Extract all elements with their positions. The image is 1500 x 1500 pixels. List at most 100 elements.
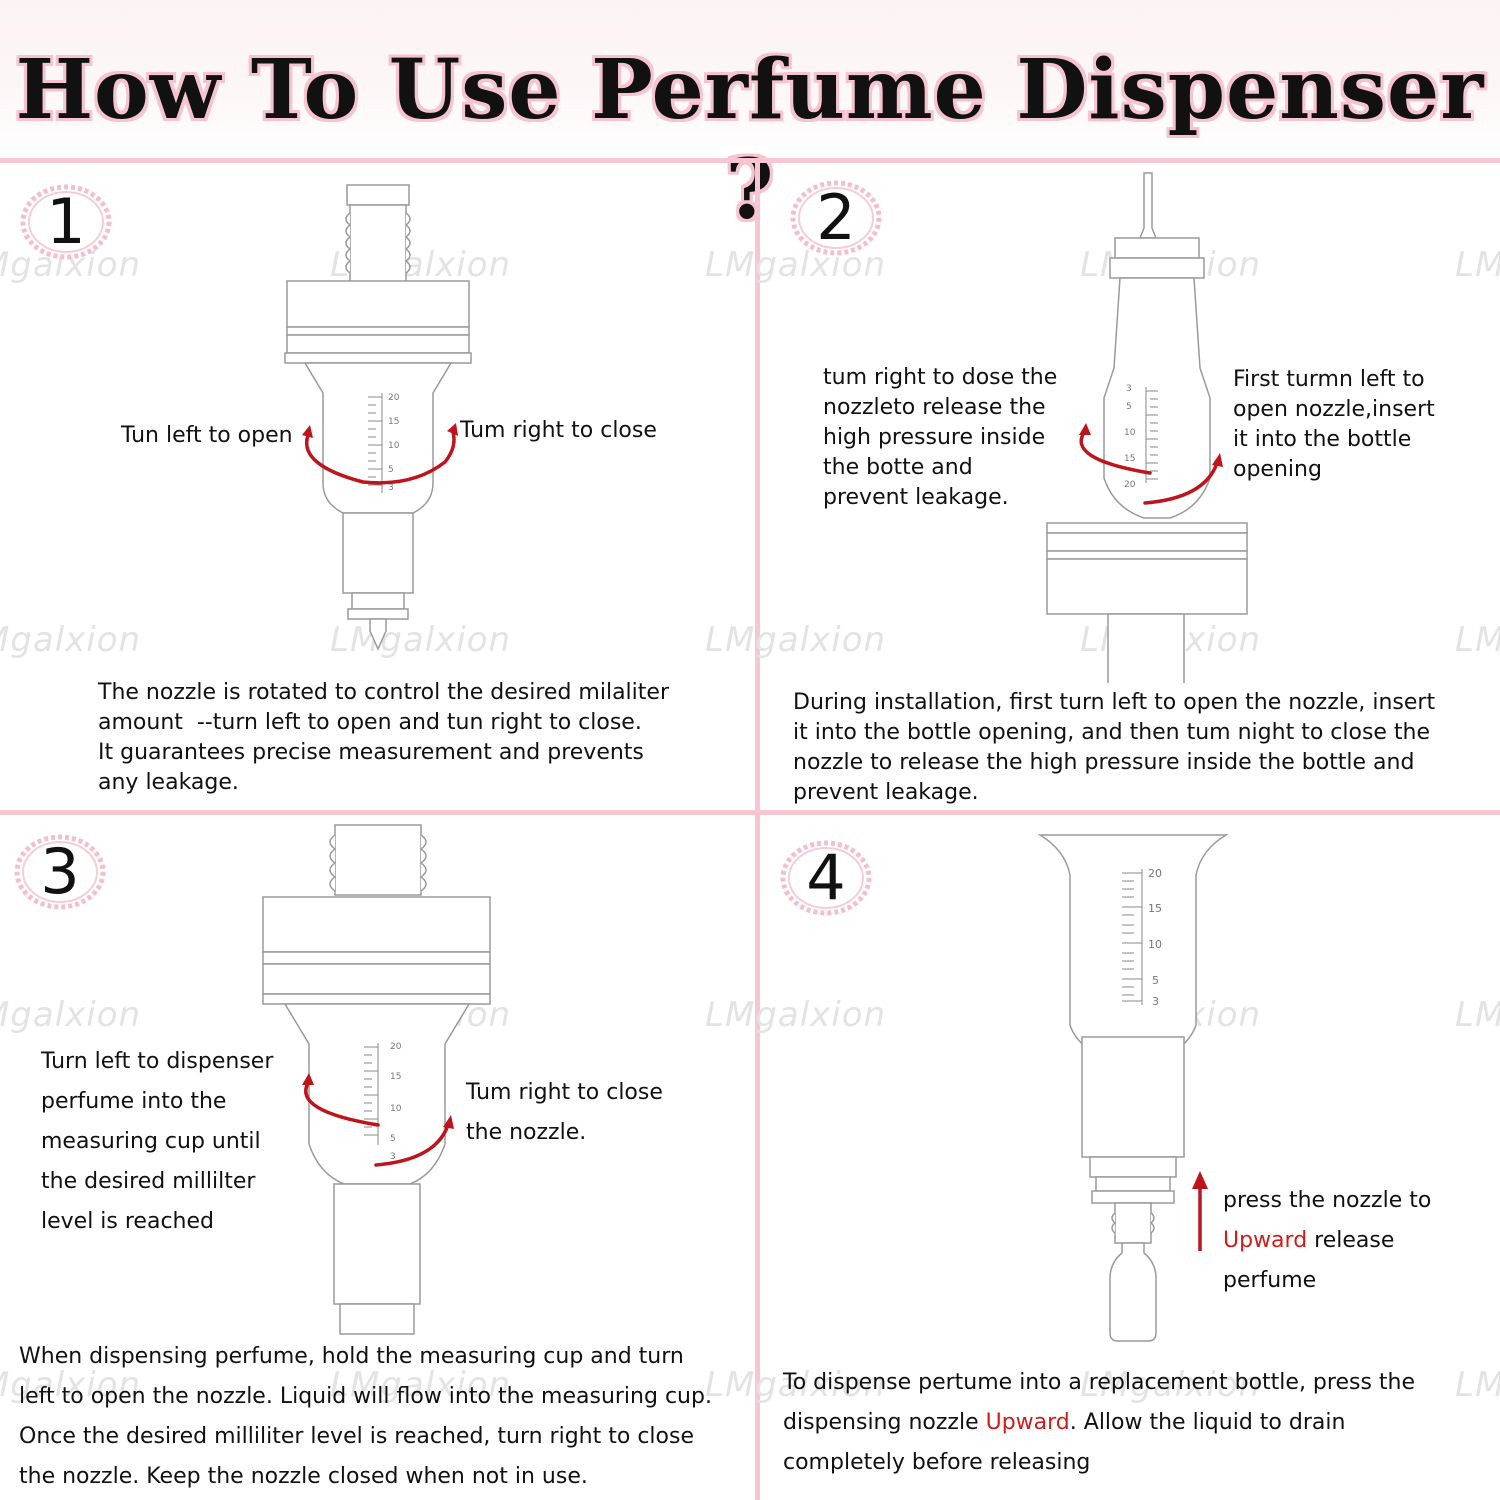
description-line: the nozzle. Keep the nozzle closed when … — [19, 1464, 588, 1489]
dispenser-illustration-icon: 20 15 10 5 3 — [1037, 834, 1229, 1342]
step-2-badge: 2 — [790, 179, 882, 257]
scale-mark: 10 — [388, 441, 400, 451]
description-text: . Allow the liquid to drain — [1069, 1410, 1346, 1435]
badge-frame-icon — [790, 180, 882, 256]
up-arrow-icon — [1192, 1171, 1208, 1251]
label-line: it into the bottle — [1233, 427, 1412, 452]
description-line: amount --turn left to open and tun right… — [98, 710, 642, 735]
label-line: Upward release — [1223, 1221, 1431, 1261]
step-3-panel: 3 20 15 10 5 3 — [0, 815, 755, 1500]
label-line: the nozzle. — [466, 1120, 587, 1145]
description-line: left to open the nozzle. Liquid will flo… — [19, 1384, 712, 1409]
divider-top — [0, 158, 1500, 163]
scale-mark: 15 — [1124, 454, 1135, 464]
step-number: 1 — [46, 185, 86, 258]
label-line: First turmn left to — [1233, 367, 1425, 392]
scale-mark: 20 — [1124, 480, 1136, 490]
label-line: perfume into the — [41, 1089, 227, 1114]
label-line: prevent leakage. — [823, 485, 1009, 510]
label-line: the botte and — [823, 455, 973, 480]
step-2-right-label: First turmn left to open nozzle,insert i… — [1233, 365, 1435, 485]
divider-horizontal — [0, 810, 1500, 815]
scale-mark: 15 — [388, 417, 399, 427]
rotate-arrow-icon — [1079, 429, 1219, 505]
scale-mark: 5 — [1152, 974, 1159, 987]
scale-mark: 5 — [1126, 402, 1132, 412]
step-4-panel: 4 20 15 10 5 3 press the noz — [760, 815, 1500, 1500]
description-line: It guarantees precise measurement and pr… — [98, 740, 644, 765]
scale-mark: 10 — [1124, 428, 1136, 438]
label-line: level is reached — [41, 1209, 214, 1234]
label-line: open nozzle,insert — [1233, 397, 1435, 422]
step-1-badge: 1 — [20, 183, 112, 261]
label-line: high pressure inside — [823, 425, 1046, 450]
scale-mark: 3 — [1126, 384, 1132, 394]
upward-emphasis: Upward — [985, 1410, 1070, 1435]
dispenser-illustration-icon: 3 5 10 15 20 — [1046, 172, 1248, 683]
description-line: prevent leakage. — [793, 780, 979, 805]
badge-frame-icon — [14, 834, 106, 910]
step-4-right-label: press the nozzle to Upward release perfu… — [1223, 1181, 1431, 1301]
scale-mark: 10 — [390, 1104, 402, 1114]
step-number: 3 — [40, 835, 80, 908]
description-line: To dispense pertume into a replacement b… — [783, 1370, 1416, 1395]
arrow-head-icon — [302, 1073, 314, 1085]
scale-mark: 15 — [390, 1072, 401, 1082]
scale-mark: 20 — [390, 1042, 402, 1052]
description-line: it into the bottle opening, and then tum… — [793, 720, 1431, 745]
description-line: any leakage. — [98, 770, 239, 795]
label-line: measuring cup until — [41, 1129, 261, 1154]
step-1-description: The nozzle is rotated to control the des… — [98, 678, 738, 798]
label-line: perfume — [1223, 1268, 1317, 1293]
step-3-right-label: Tum right to close the nozzle. — [466, 1073, 663, 1153]
step-4-description: To dispense pertume into a replacement b… — [783, 1363, 1498, 1483]
step-3-left-label: Turn left to dispenser perfume into the … — [41, 1042, 273, 1242]
scale-mark: 15 — [1148, 902, 1162, 915]
step-1-panel: 1 20 15 10 5 3 — [0, 163, 755, 810]
arrow-head-icon — [302, 425, 313, 438]
label-line: Tum right to close — [466, 1080, 663, 1105]
arrow-head-icon — [1212, 453, 1223, 467]
description-line: When dispensing perfume, hold the measur… — [19, 1344, 684, 1369]
step-number: 4 — [806, 841, 846, 914]
scale-mark: 3 — [390, 1152, 396, 1162]
label-line: the desired millilter — [41, 1169, 256, 1194]
scale-mark: 20 — [1148, 867, 1162, 880]
step-1-right-label: Tum right to close — [460, 418, 657, 443]
step-2-description: During installation, first turn left to … — [793, 688, 1498, 808]
label-line: Turn left to dispenser — [41, 1049, 274, 1074]
label-line: opening — [1233, 457, 1322, 482]
scale-mark: 10 — [1148, 938, 1162, 951]
divider-vertical — [755, 160, 760, 1500]
rotate-arrow-icon — [305, 430, 456, 485]
dispenser-illustration-icon: 20 15 10 5 3 — [284, 184, 472, 651]
step-number: 2 — [816, 181, 856, 254]
scale-mark: 3 — [388, 483, 394, 493]
step-4-badge: 4 — [780, 839, 872, 917]
dispenser-illustration-icon: 20 15 10 5 3 — [262, 824, 491, 1335]
header-banner: How To Use Perfume Dispenser ? — [0, 0, 1500, 238]
step-3-description: When dispensing perfume, hold the measur… — [19, 1337, 754, 1497]
arrow-head-icon — [1079, 423, 1091, 435]
step-3-badge: 3 — [14, 833, 106, 911]
label-line: tum right to dose the — [823, 365, 1058, 390]
badge-frame-icon — [20, 184, 112, 260]
upward-emphasis: Upward — [1223, 1228, 1308, 1253]
rotate-arrow-icon — [304, 1081, 450, 1167]
description-line: The nozzle is rotated to control the des… — [98, 680, 669, 705]
step-2-left-label: tum right to dose the nozzleto release t… — [823, 363, 1057, 513]
scale-mark: 3 — [1152, 995, 1159, 1008]
badge-frame-icon — [780, 840, 872, 916]
description-line: dispensing nozzle Upward. Allow the liqu… — [783, 1403, 1498, 1443]
description-line: nozzle to release the high pressure insi… — [793, 750, 1415, 775]
step-1-left-label: Tun left to open — [121, 423, 293, 448]
step-2-panel: 2 3 5 10 15 20 — [760, 163, 1500, 810]
scale-mark: 5 — [390, 1134, 396, 1144]
label-text: release — [1307, 1228, 1395, 1253]
arrow-head-icon — [443, 1115, 454, 1129]
description-line: completely before releasing — [783, 1450, 1091, 1475]
description-line: Once the desired milliliter level is rea… — [19, 1424, 694, 1449]
scale-mark: 5 — [388, 465, 394, 475]
description-line: During installation, first turn left to … — [793, 690, 1436, 715]
label-line: nozzleto release the — [823, 395, 1046, 420]
